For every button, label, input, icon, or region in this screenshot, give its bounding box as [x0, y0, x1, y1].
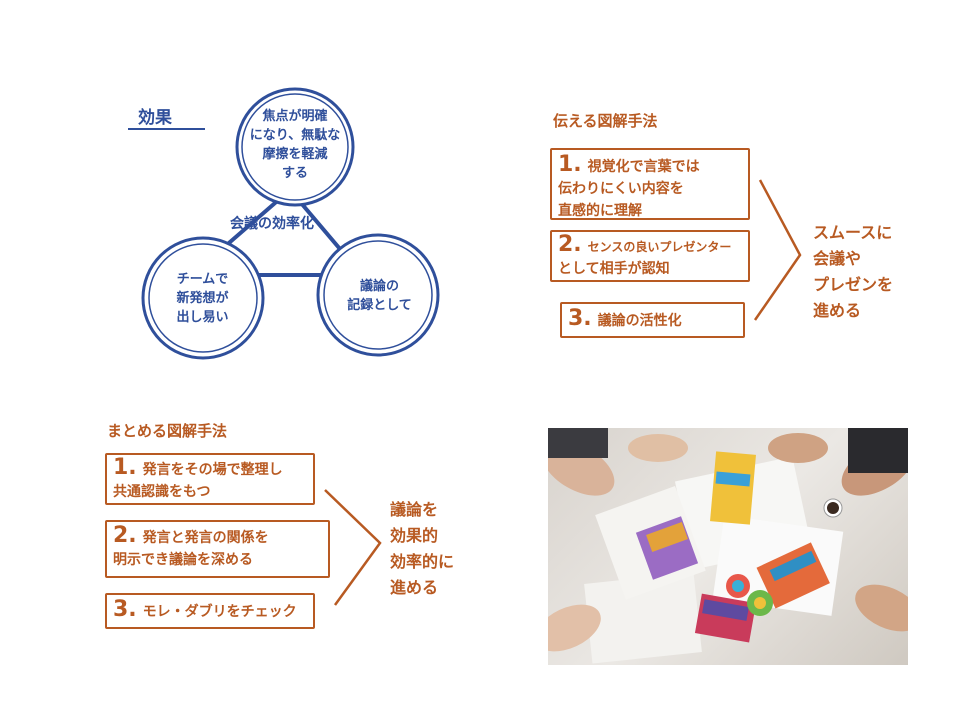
item-number: 1.: [113, 455, 137, 480]
result-line: 効率的に: [390, 552, 455, 571]
item-line: 共通認識をもつ: [113, 484, 211, 500]
result-line: 会議や: [813, 249, 862, 268]
result-line: 進める: [813, 301, 862, 320]
top-circle-inner: [241, 93, 349, 201]
summary-panel: まとめる図解手法 1. 発言をその場で整理し 共通認識をもつ 2. 発言と発言の関係…: [95, 415, 515, 645]
item-line: 明示でき議論を深める: [113, 552, 253, 568]
item-line: 視覚化で言葉では: [587, 159, 700, 175]
item-line: 伝わりにくい内容を: [558, 181, 684, 197]
effect-diagram-drawing: [128, 87, 440, 360]
center-label: 会議の効率化: [230, 216, 314, 232]
circle-line: 出し易い: [176, 310, 229, 325]
triangle-shape: [186, 187, 367, 277]
circle-line: 焦点が明確: [262, 109, 328, 124]
summary-result: 議論を 効果的 効率的に 進める: [390, 497, 454, 601]
left-circle-inner: [148, 243, 258, 353]
right-circle-text: 議論の 記録として: [332, 277, 427, 315]
convey-panel: 伝える図解手法 1. 視覚化で言葉では 伝わりにくい内容を 直感的に理解 2. セン…: [545, 110, 915, 350]
top-circle-text: 焦点が明確 になり、無駄な 摩擦を軽減 する: [240, 107, 350, 183]
result-line: 効果的: [390, 526, 439, 545]
right-circle: [316, 233, 440, 357]
effect-title: 効果: [138, 108, 172, 128]
result-line: 議論を: [390, 500, 439, 519]
effect-diagram: 効果 焦点が明確 になり、無駄な 摩擦を軽減 する チームで 新発想が 出し易い…: [110, 85, 450, 370]
convey-item-1: 1. 視覚化で言葉では 伝わりにくい内容を 直感的に理解: [550, 148, 750, 220]
result-line: プレゼンを: [813, 275, 894, 294]
summary-item-3: 3. モレ・ダブリをチェック: [105, 593, 315, 629]
circle-line: 新発想が: [176, 291, 229, 306]
item-line: 直感的に理解: [558, 203, 642, 219]
item-line: 発言をその場で整理し: [142, 462, 283, 478]
meeting-photo: [548, 428, 908, 665]
left-circle: [141, 236, 265, 360]
left-circle-text: チームで 新発想が 出し易い: [155, 270, 250, 327]
top-circle: [235, 87, 355, 207]
item-number: 2.: [113, 523, 137, 548]
item-number: 3.: [113, 597, 137, 622]
convey-item-2: 2. センスの良いプレゼンター として相手が認知: [550, 230, 750, 282]
result-line: 進める: [390, 578, 439, 597]
result-line: スムースに: [813, 223, 893, 242]
circle-line: 議論の: [359, 279, 399, 294]
circle-line: 摩擦を軽減: [262, 147, 328, 162]
item-number: 3.: [568, 306, 592, 331]
item-line: 議論の活性化: [597, 313, 682, 329]
summary-title: まとめる図解手法: [107, 422, 228, 440]
circle-line: 記録として: [347, 298, 412, 313]
convey-item-3: 3. 議論の活性化: [560, 302, 745, 338]
right-circle-inner: [323, 240, 433, 350]
meeting-photo-illustration: [548, 428, 908, 664]
summary-item-1: 1. 発言をその場で整理し 共通認識をもつ: [105, 453, 315, 505]
convey-result: スムースに 会議や プレゼンを 進める: [813, 220, 893, 324]
item-line: モレ・ダブリをチェック: [142, 604, 297, 620]
circle-line: チームで: [176, 272, 229, 287]
item-number: 2.: [558, 232, 582, 257]
item-line: として相手が認知: [558, 261, 670, 277]
convey-title: 伝える図解手法: [553, 112, 658, 130]
circle-line: になり、無駄な: [249, 128, 341, 143]
item-number: 1.: [558, 152, 582, 177]
item-line: 発言と発言の関係を: [142, 530, 269, 546]
summary-item-2: 2. 発言と発言の関係を 明示でき議論を深める: [105, 520, 330, 578]
item-line: センスの良いプレゼンター: [587, 240, 732, 254]
circle-line: する: [281, 166, 308, 181]
